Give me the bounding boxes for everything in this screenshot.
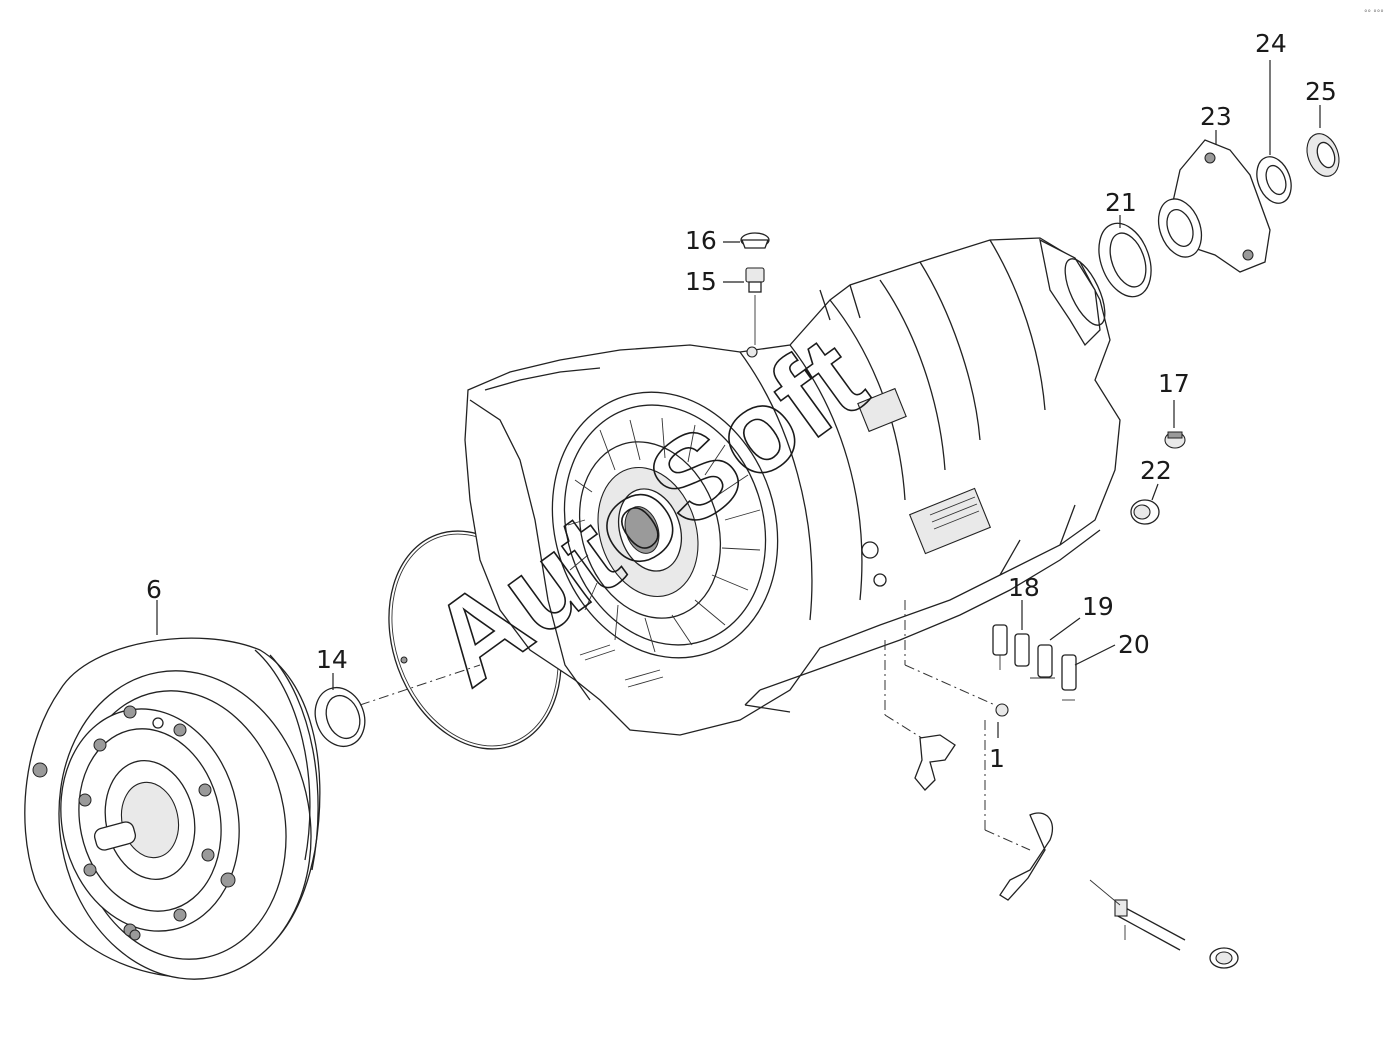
connector-part-19 [1030,644,1055,679]
callout-20: 20 [1118,630,1150,659]
nut-part-25 [1306,133,1340,177]
output-flange-part-23 [1157,139,1271,273]
callout-16: 16 [685,226,717,255]
callout-6: 6 [146,575,162,604]
selector-linkage [884,600,1239,969]
seal-part-14 [314,664,481,748]
callout-24: 24 [1255,29,1287,58]
transmission-housing [464,237,1121,736]
leader-19 [1049,617,1081,641]
torque-converter-part-6 [24,637,321,980]
plug-part-22 [1130,499,1160,525]
leader-20 [1074,644,1116,666]
callout-18: 18 [1008,573,1040,602]
plug-part-17 [1164,431,1186,449]
leader-22 [1151,483,1159,501]
callout-15: 15 [685,267,717,296]
callout-22: 22 [1140,456,1172,485]
connector-part-20 [1061,654,1077,701]
corner-mark: °° °°° [1364,9,1384,17]
connector-part-18 [992,624,1030,670]
washer-part-24 [1256,156,1292,204]
shaft-seal-part-21 [1098,222,1152,298]
callout-19: 19 [1082,592,1114,621]
callout-21: 21 [1105,188,1137,217]
callout-17: 17 [1158,369,1190,398]
callout-25: 25 [1305,77,1337,106]
callout-1: 1 [989,744,1005,773]
callout-23: 23 [1200,102,1232,131]
plug-part-15 [745,267,765,293]
callout-14: 14 [316,645,348,674]
cap-part-16 [740,232,770,249]
